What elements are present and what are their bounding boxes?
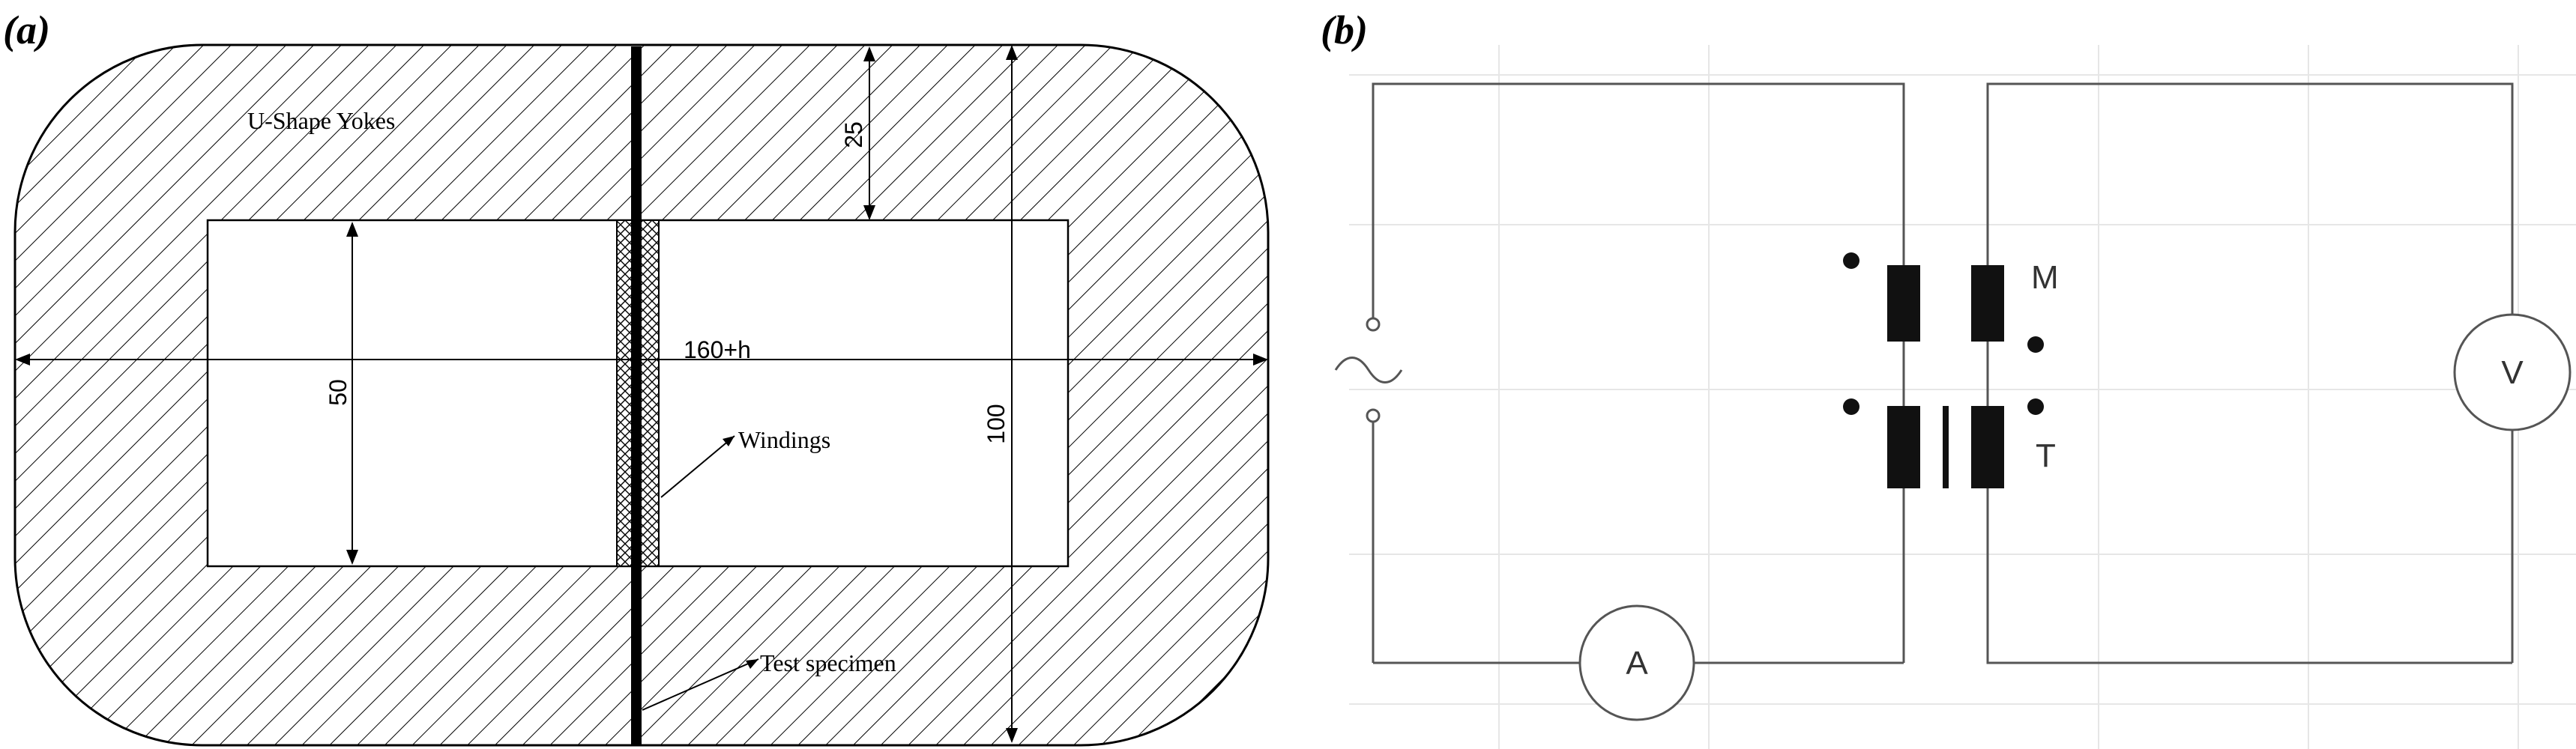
dim-inner-height-label: 50 xyxy=(325,379,352,406)
transformer-label: T xyxy=(2036,437,2056,474)
transformer-primary-coil xyxy=(1887,406,1920,488)
transformer-core xyxy=(1943,406,1949,488)
mutual-dot-primary xyxy=(1843,252,1859,269)
transformer-dot-primary xyxy=(1843,398,1859,415)
panel-b: (b) A xyxy=(1321,7,2576,749)
source-terminal-top xyxy=(1366,317,1381,332)
panel-b-label: (b) xyxy=(1321,7,1368,52)
mutual-inductor-label: M xyxy=(2031,259,2059,296)
transformer-secondary-coil xyxy=(1971,406,2004,488)
voltmeter-label: V xyxy=(2501,354,2524,391)
dim-outer-height-label: 100 xyxy=(983,404,1010,443)
secondary-circuit-wires xyxy=(1986,82,2514,664)
windings-leader-arrowhead xyxy=(723,436,735,446)
voltmeter-circle xyxy=(2453,313,2572,431)
specimen-leader xyxy=(642,658,759,711)
specimen-label: Test specimen xyxy=(760,649,896,676)
primary-circuit-wires xyxy=(1372,82,1905,664)
ac-source-symbol xyxy=(1334,357,1403,383)
dim-length-label: 160+h xyxy=(684,336,751,363)
windings-label: Windings xyxy=(738,426,830,453)
transformer-dot-secondary xyxy=(2027,398,2044,415)
mutual-secondary-coil xyxy=(1971,265,2004,342)
panel-a: (a) 160+h 50 100 25 U-Shape Yokes Windin… xyxy=(3,7,1270,747)
ammeter-circle xyxy=(1578,604,1695,721)
specimen-leader-arrowhead xyxy=(746,659,758,669)
ammeter-label: A xyxy=(1626,645,1648,682)
panel-a-label: (a) xyxy=(3,7,50,52)
yoke-label: U-Shape Yokes xyxy=(247,107,395,134)
windings-leader xyxy=(660,435,735,498)
dim-yoke-thickness-label: 25 xyxy=(840,121,867,148)
test-specimen-bar xyxy=(631,46,642,745)
mutual-primary-coil xyxy=(1887,265,1920,342)
mutual-dot-secondary xyxy=(2027,336,2044,353)
panel-b-grid xyxy=(1349,45,2576,749)
source-terminal-bottom xyxy=(1366,408,1381,423)
